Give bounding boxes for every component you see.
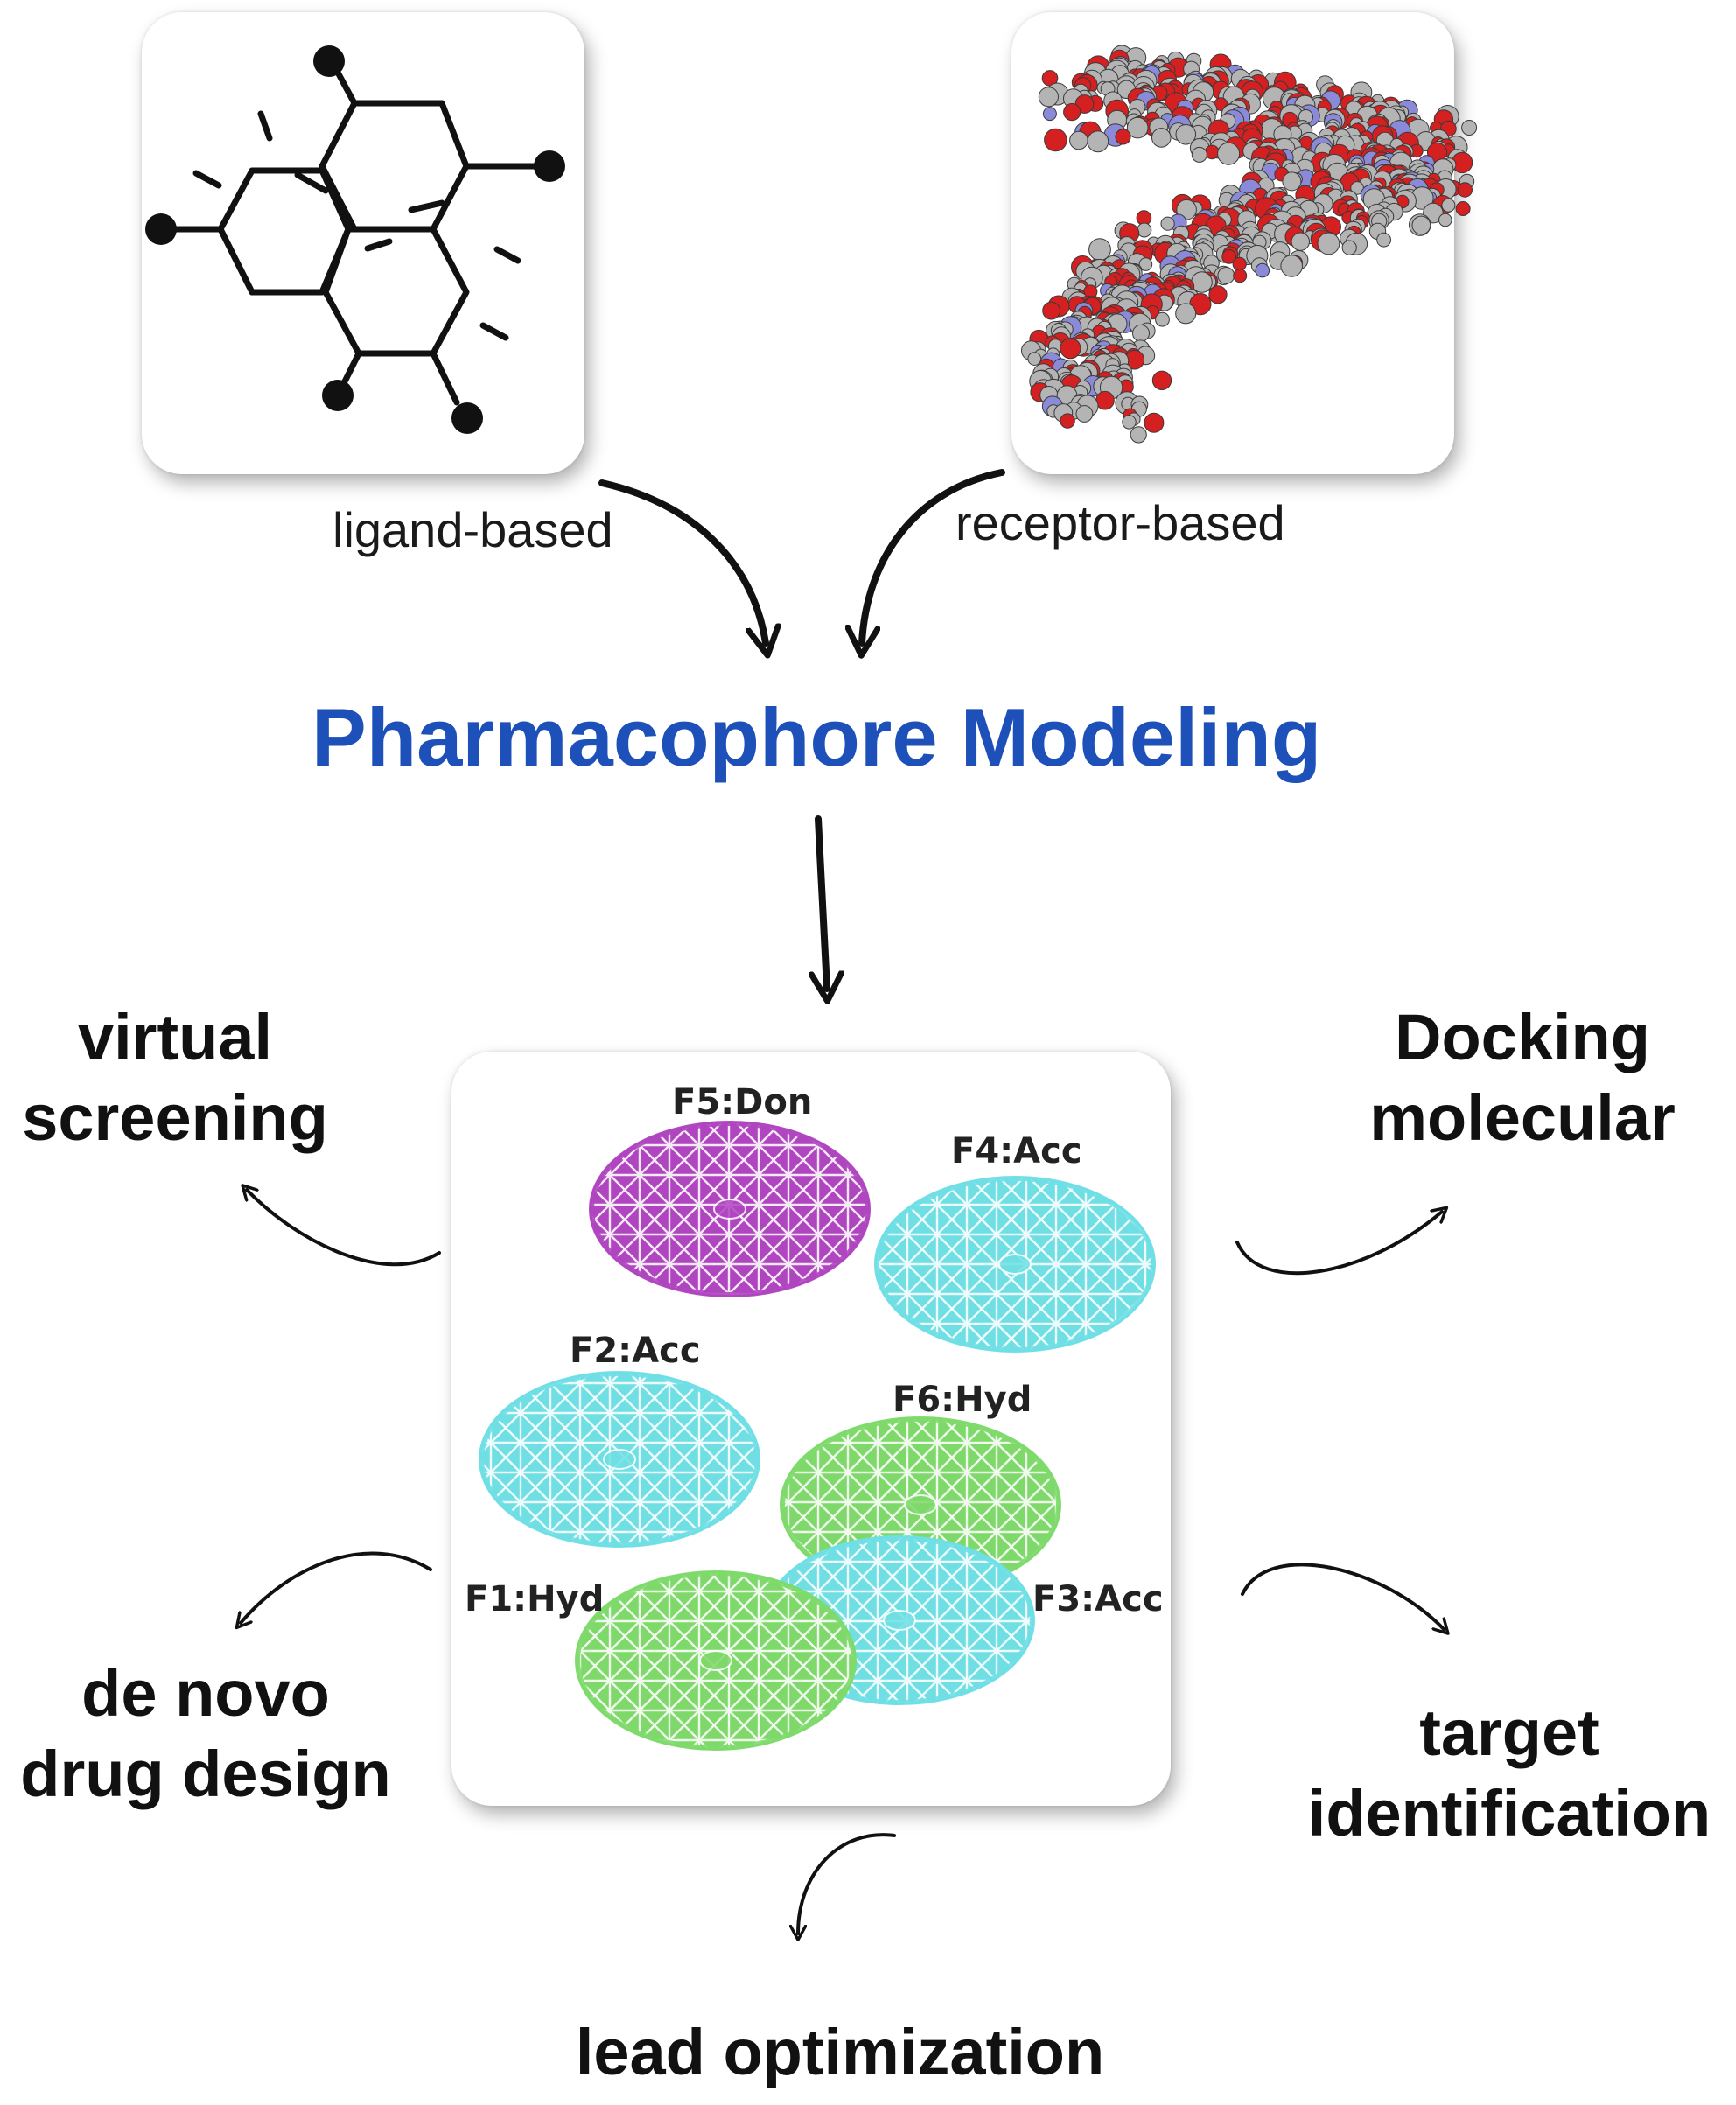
virtual-screening-label: virtual screening [22,1001,328,1154]
ligand-substituent-dots [145,45,565,434]
pharmacophore-features [479,1121,1156,1751]
protein-atom [1038,87,1060,108]
lead-arrow [798,1833,896,1934]
protein-atom [1152,128,1172,148]
protein-atom [1461,120,1478,136]
protein-atom [1441,198,1456,213]
protein-atom [1280,255,1303,277]
protein-atom [1282,171,1302,192]
virtual-screening-arrow [247,1190,441,1267]
docking-arrow [1236,1212,1442,1276]
protein-atom [1155,311,1170,327]
protein-atom [1438,213,1452,227]
protein-atom [1152,370,1172,390]
protein-atom [1457,182,1474,198]
feature-sphere-f4 [874,1176,1156,1353]
pharmacophore-modeling-title: Pharmacophore Modeling [312,691,1322,783]
protein-atom [1122,415,1137,430]
protein-atom [1138,257,1153,271]
protein-atom [1175,303,1197,325]
feature-sphere-f1 [575,1570,857,1751]
ligand-arrow [598,479,766,643]
protein-atom [1217,267,1236,284]
protein-atom [1096,390,1115,410]
feature-label-f4: F4:Acc [951,1131,1082,1171]
receptor-based-label: receptor-based [956,495,1285,550]
protein-atom [1042,107,1057,122]
ligand-card [142,12,584,474]
protein-atom [1069,130,1088,150]
feature-label-f3: F3:Acc [1032,1579,1164,1619]
de-novo-drug-design-label: de novo drug design [20,1657,391,1810]
protein-atom [1217,142,1241,165]
protein-atom [1063,103,1082,122]
protein-atom [1132,324,1150,342]
protein-atom [1317,232,1340,255]
protein-atom [1060,338,1082,360]
protein-atom [1137,222,1152,238]
de-novo-arrow [241,1551,432,1623]
model-arrow [818,815,827,989]
protein-atom [1291,232,1311,251]
ligand-structure-icon [163,56,546,406]
protein-atom [1208,285,1228,304]
receptor-arrow [862,469,1005,643]
protein-atom [1376,232,1391,248]
target-identification-label: target identification [1307,1696,1712,1850]
receptor-protein-icon [1021,45,1478,444]
feature-label-f1: F1:Hyd [465,1579,605,1619]
feature-sphere-f2 [479,1371,760,1548]
protein-atom [1044,128,1068,152]
docking-molecular-label: Docking molecular [1369,1001,1676,1154]
protein-atom [1160,216,1175,231]
protein-atom [1027,352,1042,367]
target-arrow [1241,1563,1444,1629]
protein-atom [1191,271,1213,293]
protein-atom [1255,262,1270,278]
feature-sphere-f5 [589,1121,871,1297]
protein-atom [1222,249,1237,264]
protein-atom [1205,144,1220,160]
protein-atom [1233,269,1248,283]
protein-atom [1175,124,1197,145]
protein-atom [1042,301,1060,320]
ligand-based-label: ligand-based [332,502,613,557]
protein-atom [1126,116,1149,139]
protein-atom [1411,215,1432,235]
protein-atom [1341,240,1357,255]
protein-atom [1144,412,1165,433]
protein-atom [1075,405,1094,423]
protein-atom [1130,426,1147,444]
protein-atom [1455,201,1471,216]
lead-optimization-label: lead optimization [575,2016,1105,2088]
feature-label-f5: F5:Don [672,1082,813,1122]
feature-label-f6: F6:Hyd [892,1380,1032,1420]
protein-atom [1191,146,1208,163]
feature-label-f2: F2:Acc [570,1331,701,1371]
protein-atom [1087,130,1110,153]
protein-atom [1060,413,1075,429]
protein-atom [1115,129,1131,145]
